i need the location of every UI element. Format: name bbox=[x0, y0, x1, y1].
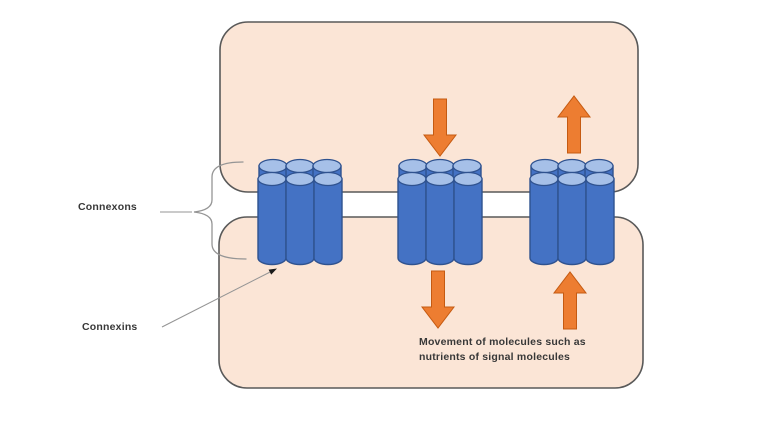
connexons-label: Connexons bbox=[78, 201, 137, 213]
connexins-label: Connexins bbox=[82, 321, 138, 333]
movement-caption-line2: nutrients of signal molecules bbox=[419, 351, 571, 363]
movement-caption-line1: Movement of molecules such as bbox=[419, 336, 586, 348]
connexins-pointer-line bbox=[161, 271, 271, 328]
connexins-pointer-arrowhead bbox=[268, 268, 277, 275]
connexon-cluster-middle bbox=[398, 160, 482, 265]
connexons-brace bbox=[193, 161, 247, 260]
movement-caption: Movement of molecules such as nutrients … bbox=[419, 335, 586, 365]
connexon-cluster-left bbox=[258, 160, 342, 265]
connexon-cluster-right bbox=[530, 160, 614, 265]
